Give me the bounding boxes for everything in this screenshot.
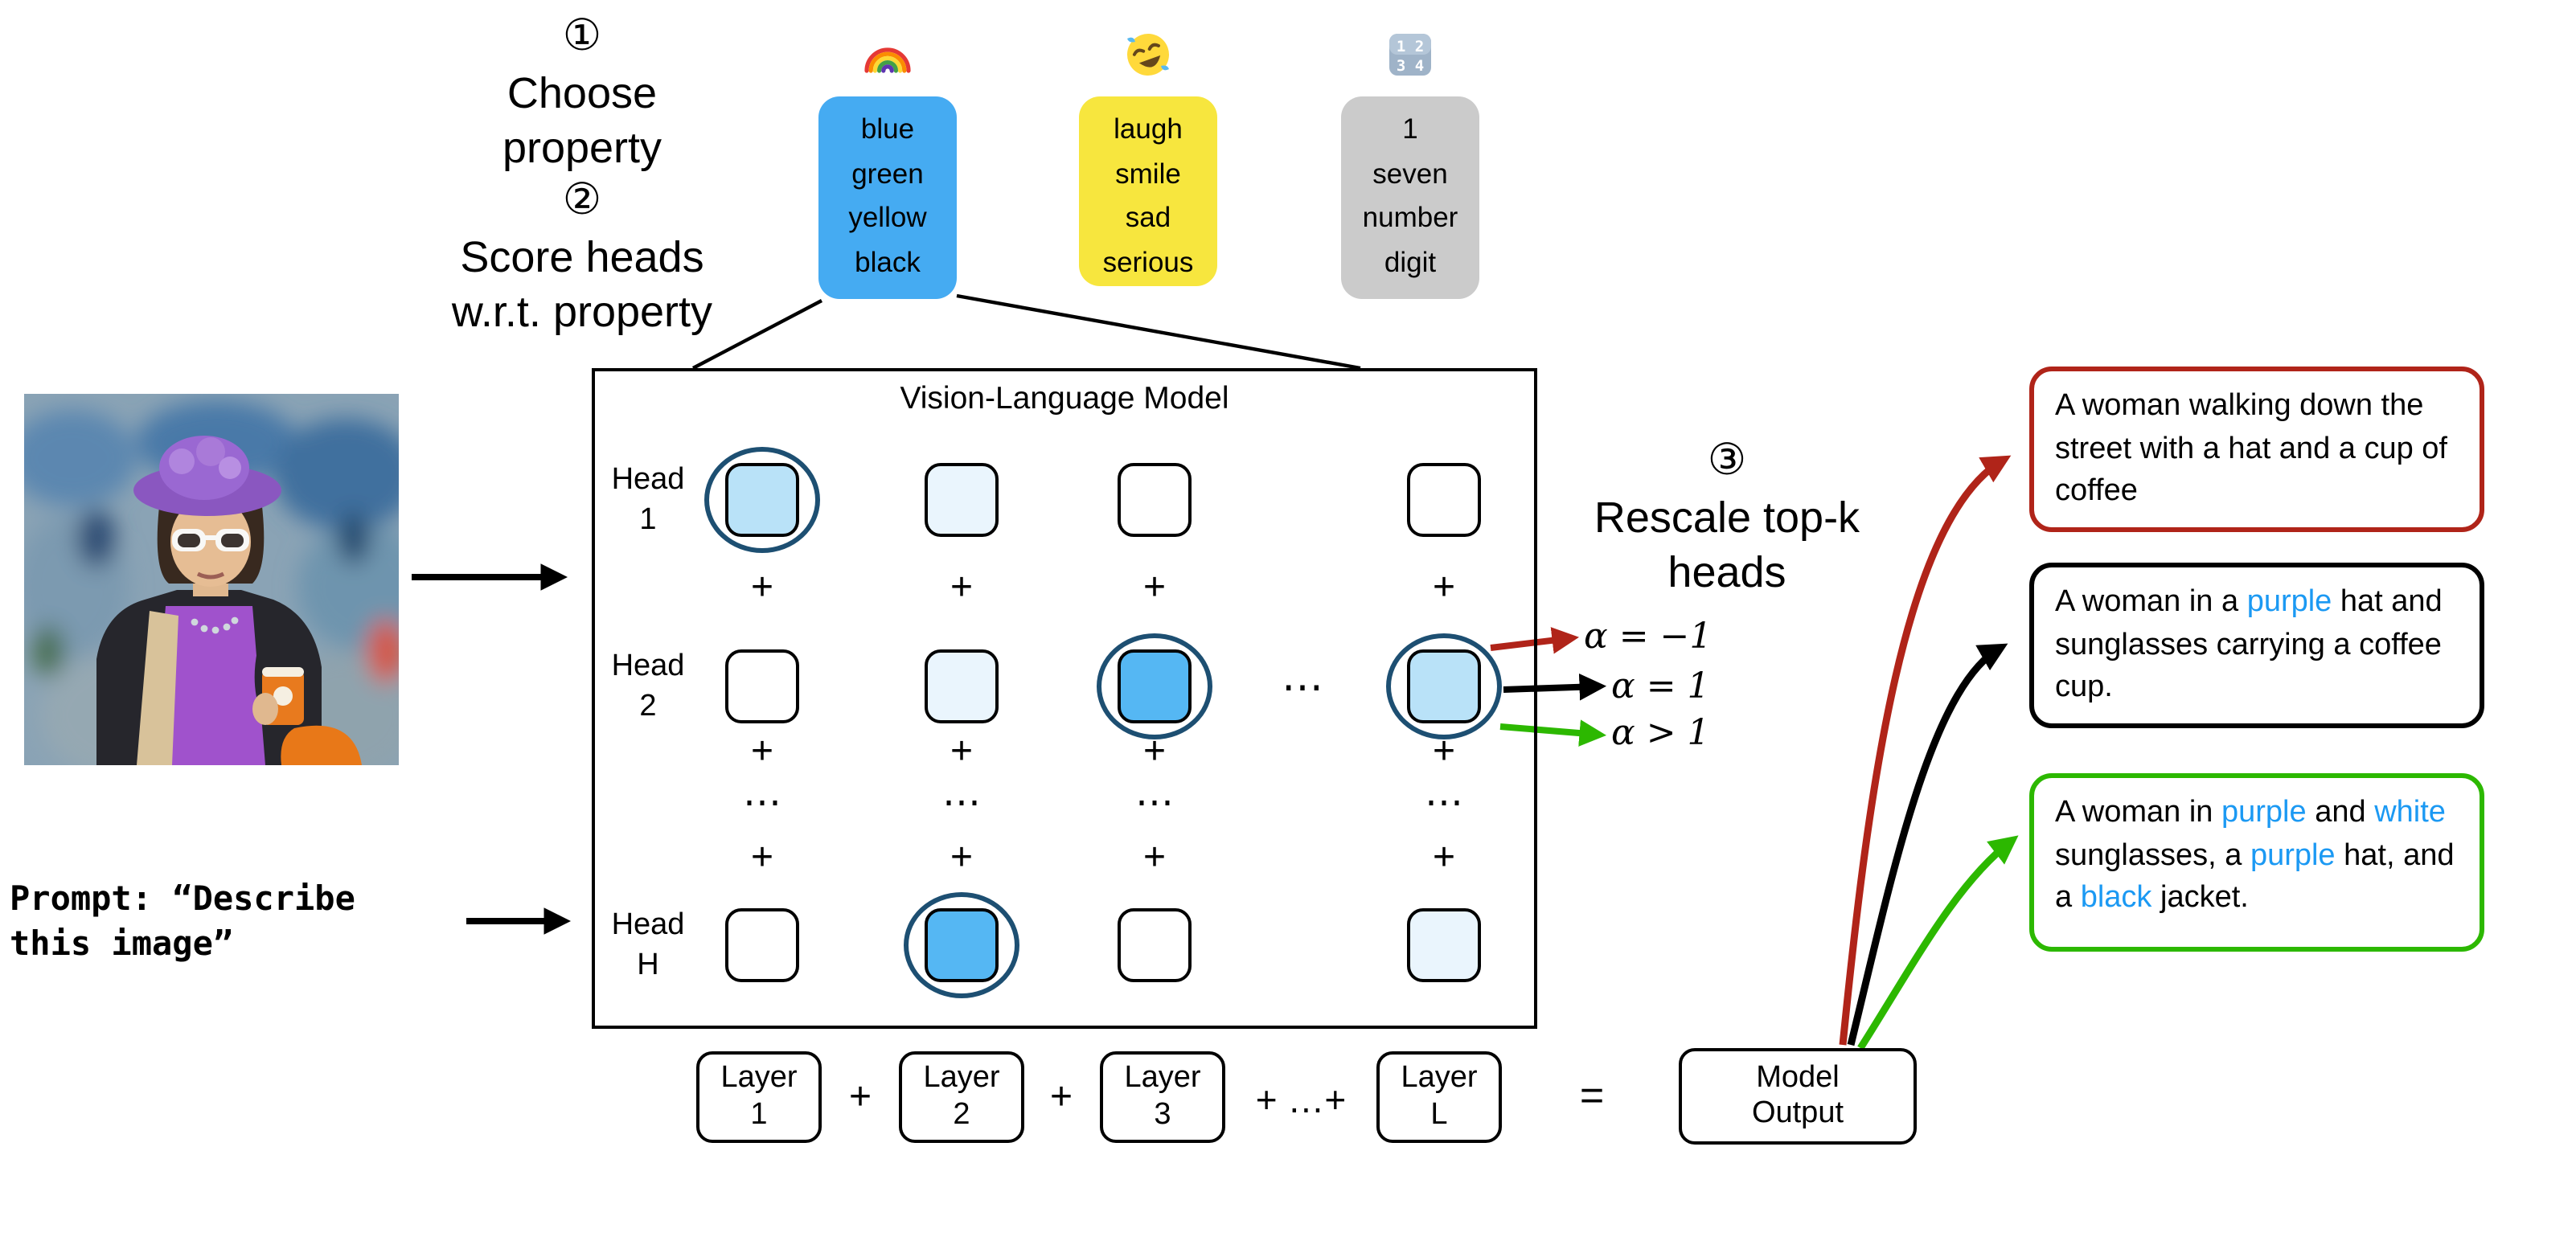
- output-arrow-baseline: [1847, 643, 2008, 1046]
- plus-symbol: +: [1432, 566, 1455, 609]
- rainbow-icon: [862, 29, 913, 80]
- output-text-segment: black: [2080, 881, 2152, 915]
- output-text-segment: white: [2374, 796, 2446, 829]
- output-text-segment: hat, and a: [2055, 838, 2455, 915]
- output-box-baseline: A woman in a purple hat and sunglasses c…: [2029, 563, 2484, 728]
- selected-head-circle: [704, 447, 820, 553]
- plus-symbol: +: [1049, 1075, 1073, 1119]
- layer-box: Layer 3: [1100, 1051, 1225, 1143]
- attention-head-cell: [1118, 463, 1192, 537]
- equals-symbol: =: [1579, 1071, 1605, 1119]
- card-to-model-line: [956, 293, 1361, 371]
- plus-symbol: +: [750, 730, 773, 773]
- output-text-segment: A woman in a: [2055, 585, 2247, 619]
- step-score-heads: ② Score heads w.r.t. property: [402, 175, 762, 341]
- head-row-label: Head 2: [611, 649, 685, 723]
- alpha-label-gt-one: α > 1: [1611, 714, 1710, 754]
- plus-symbol: +: [848, 1075, 872, 1119]
- output-text-segment: A woman walking down the street with a h…: [2055, 389, 2447, 509]
- property-card-colors: blue green yellow black: [818, 96, 957, 299]
- step-1-label: Choose property: [502, 68, 662, 173]
- plus-symbol: +: [950, 566, 973, 609]
- output-text-segment: purple: [2246, 585, 2332, 619]
- alpha-arrow-negative: [1490, 627, 1580, 654]
- selected-head-circle: [1097, 633, 1212, 739]
- output-text-segment: sunglasses, a: [2055, 838, 2250, 873]
- plus-symbol: +: [1142, 836, 1166, 879]
- plus-symbol: +: [750, 566, 773, 609]
- head-row-label: Head 1: [611, 463, 685, 537]
- attention-head-cell: [725, 649, 799, 723]
- attention-head-cell: [1118, 908, 1192, 982]
- property-card-emotions: laugh smile sad serious: [1079, 96, 1217, 286]
- ellipsis-symbol: ⋯: [1282, 662, 1323, 711]
- input-numbers-icon: 1 2 3 4: [1384, 29, 1436, 80]
- step-2-label: Score heads w.r.t. property: [451, 232, 713, 337]
- ellipsis-symbol: ⋯: [1425, 781, 1463, 825]
- output-box-negative: A woman walking down the street with a h…: [2029, 367, 2484, 532]
- vlm-title: Vision-Language Model: [900, 381, 1229, 416]
- rofl-emoji-icon: [1122, 29, 1174, 80]
- output-text-segment: purple: [2221, 796, 2307, 829]
- step-3-number: ③: [1707, 436, 1747, 484]
- svg-text:3 4: 3 4: [1397, 57, 1424, 75]
- model-output-box: Model Output: [1679, 1048, 1917, 1145]
- attention-head-cell: [925, 649, 999, 723]
- attention-head-cell: [925, 463, 999, 537]
- output-arrow-negative: [1839, 455, 2012, 1046]
- alpha-label-one: α = 1: [1611, 667, 1710, 707]
- output-text-segment: jacket.: [2151, 881, 2249, 915]
- prompt-text: Prompt: “Describe this image”: [10, 879, 355, 964]
- ellipsis-symbol: ⋯: [743, 781, 781, 825]
- output-arrow-amplified: [1857, 835, 2019, 1051]
- plus-symbol: +: [1142, 566, 1166, 609]
- plus-symbol: +: [750, 836, 773, 879]
- output-box-amplified: A woman in purple and white sunglasses, …: [2029, 773, 2484, 952]
- step-choose-property: ① Choose property: [421, 11, 743, 177]
- layer-box: Layer L: [1376, 1051, 1502, 1143]
- attention-head-cell: [725, 908, 799, 982]
- selected-head-circle: [904, 892, 1019, 998]
- layer-box: Layer 2: [899, 1051, 1024, 1143]
- step-rescale-heads: ③ Rescale top-k heads: [1557, 436, 1897, 601]
- plus-ellipsis-symbol: + …+: [1255, 1079, 1347, 1120]
- attention-head-cell: [1407, 463, 1481, 537]
- output-text-segment: hat and sunglasses carrying a coffee cup…: [2055, 585, 2443, 705]
- output-text-segment: and: [2306, 796, 2375, 829]
- alpha-arrow-gt-one: [1499, 719, 1607, 747]
- plus-symbol: +: [1432, 836, 1455, 879]
- step-1-number: ①: [562, 11, 602, 59]
- svg-text:1 2: 1 2: [1397, 38, 1424, 55]
- plus-symbol: +: [950, 836, 973, 879]
- output-text-segment: purple: [2250, 838, 2336, 873]
- attention-head-cell: [1407, 908, 1481, 982]
- step-3-label: Rescale top-k heads: [1594, 493, 1860, 597]
- plus-symbol: +: [1432, 730, 1455, 773]
- card-to-model-line: [691, 299, 823, 370]
- head-row-label: Head H: [611, 908, 685, 982]
- ellipsis-symbol: ⋯: [1135, 781, 1174, 825]
- step-2-number: ②: [562, 175, 602, 223]
- layer-box: Layer 1: [696, 1051, 822, 1143]
- plus-symbol: +: [1142, 730, 1166, 773]
- ellipsis-symbol: ⋯: [942, 781, 981, 825]
- woman-figure: [96, 436, 362, 765]
- vlm-box: [592, 368, 1537, 1029]
- woman-photo-illustration: [8, 394, 426, 780]
- output-text-segment: A woman in: [2055, 796, 2221, 829]
- input-photo: [8, 394, 426, 780]
- alpha-label-negative: α = −1: [1584, 617, 1713, 657]
- plus-symbol: +: [950, 730, 973, 773]
- selected-head-circle: [1386, 633, 1502, 739]
- property-card-numbers: 1 seven number digit: [1341, 96, 1479, 299]
- alpha-arrow-one: [1503, 674, 1607, 701]
